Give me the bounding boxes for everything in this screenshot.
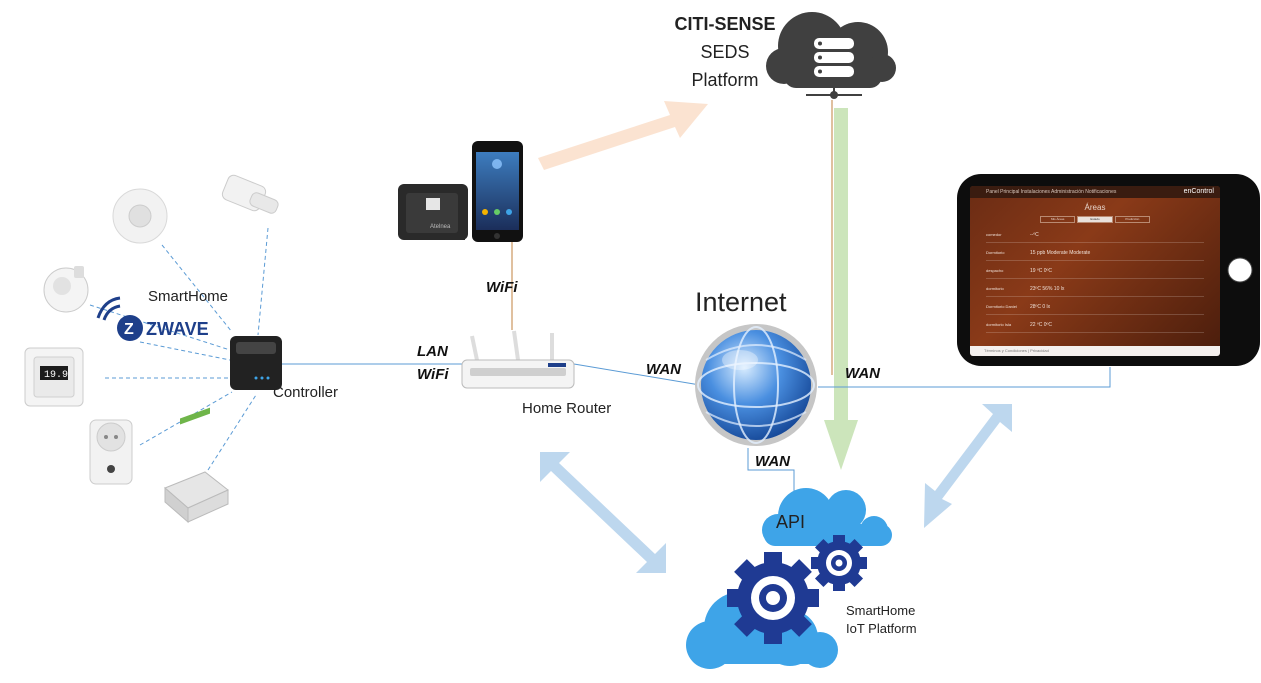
smartphone [472, 141, 523, 242]
tablet-row: comedor --ºC [986, 228, 1204, 243]
tablet-row-name: despacho [986, 268, 1004, 273]
tablet-row-name: Dormitorio Daniel [986, 304, 1017, 309]
internet-label: Internet [695, 287, 787, 317]
tablet-row-value: 19 ºC 0ºC [1030, 268, 1052, 274]
platform-label-line1: SmartHome [846, 603, 916, 618]
home-router-label: Home Router [522, 400, 612, 417]
relay-module-device [164, 407, 229, 524]
tablet-row-value: 15 ppb Moderate Moderate [1030, 250, 1091, 256]
home-router [461, 330, 575, 389]
citisense-line3: Platform [691, 70, 759, 90]
wifi-phone-label: WiFi [486, 279, 518, 296]
motion-sensor-device [112, 188, 168, 244]
tablet-row-name: dormitorio [986, 286, 1004, 291]
lan-label: LAN [417, 343, 448, 360]
tablet-topbar: Panel Principal Instalaciones Administra… [970, 186, 1220, 198]
tablet-screen: Panel Principal Instalaciones Administra… [970, 186, 1220, 356]
zwave-text: ZWAVE [146, 319, 209, 339]
tablet-row-value: --ºC [1030, 232, 1039, 238]
tablet-row-name: dormitorio Isla [986, 322, 1012, 327]
tablet-row: Dormitorio Daniel 28ºC 0 lx [986, 300, 1204, 315]
gear-small-icon [811, 535, 867, 591]
thermostat-display: 19.9 [44, 370, 68, 381]
wan-api-label: WAN [755, 453, 790, 470]
wan-tablet-label: WAN [845, 365, 880, 382]
citisense-line2: SEDS [700, 42, 750, 62]
tablet-footer-text: Términos y Condiciones | Privacidad [984, 348, 1049, 353]
tablet-tab-1[interactable]: Mis Áreas [1040, 216, 1076, 223]
zwave-logo: Z ZWAVE [96, 296, 209, 341]
dashed-links [89, 227, 269, 471]
tablet-footer: Términos y Condiciones | Privacidad [970, 346, 1220, 356]
tablet-row-name: comedor [986, 232, 1002, 237]
blue-double-arrow-left [540, 452, 666, 573]
wifi-router-label: WiFi [417, 366, 449, 383]
tablet-row: Dormitorio 15 ppb Moderate Moderate [986, 246, 1204, 261]
server-icon [806, 38, 862, 99]
citisense-cloud-icon [766, 12, 896, 99]
gear-large-icon [727, 552, 819, 644]
smarthome-label: SmartHome [148, 288, 229, 305]
door-sensor-device [221, 174, 279, 214]
gateway-brand-text: Atelnea [430, 224, 451, 230]
api-label: API [776, 512, 806, 532]
tablet-row-value: 22 ºC 0ºC [1030, 322, 1052, 328]
controller-label: Controller [273, 384, 339, 401]
tablet-row-name: Dormitorio [986, 250, 1005, 255]
tablet-tabs: Mis Áreas Estado Predicción [1040, 216, 1150, 223]
green-arrow [824, 108, 858, 470]
multi-sensor-device [43, 266, 89, 313]
tablet-brand: enControl [1183, 188, 1214, 195]
citisense-title: CITI-SENSE [674, 14, 776, 34]
smart-plug-device [89, 419, 133, 485]
citisense-label: CITI-SENSE SEDS Platform [660, 10, 790, 94]
tablet-row: despacho 19 ºC 0ºC [986, 264, 1204, 279]
thermostat-device: 19.9 [24, 347, 84, 407]
tablet-row-value: 28ºC 0 lx [1030, 304, 1051, 310]
blue-double-arrow-right [924, 404, 1012, 528]
solid-links [282, 363, 1111, 492]
tablet-row: dormitorio Isla 22 ºC 0ºC [986, 318, 1204, 333]
tablet-row-value: 23ºC 56% 10 lx [1030, 286, 1065, 292]
tablet-tab-3[interactable]: Predicción [1114, 216, 1150, 223]
gateway-device: Atelnea [398, 184, 468, 240]
internet-globe-icon [695, 324, 817, 446]
wan-router-label: WAN [646, 361, 681, 378]
svg-text:Z: Z [124, 321, 134, 338]
tablet-nav: Panel Principal Instalaciones Administra… [986, 189, 1117, 195]
tablet-tab-2[interactable]: Estado [1077, 216, 1113, 223]
brown-links [511, 100, 833, 375]
peach-arrow [538, 101, 708, 170]
platform-label-line2: IoT Platform [846, 621, 917, 636]
platform-label: SmartHome IoT Platform [846, 602, 917, 638]
tablet-title: Áreas [1084, 203, 1106, 212]
zwave-controller [230, 336, 282, 390]
tablet-row: dormitorio 23ºC 56% 10 lx [986, 282, 1204, 297]
